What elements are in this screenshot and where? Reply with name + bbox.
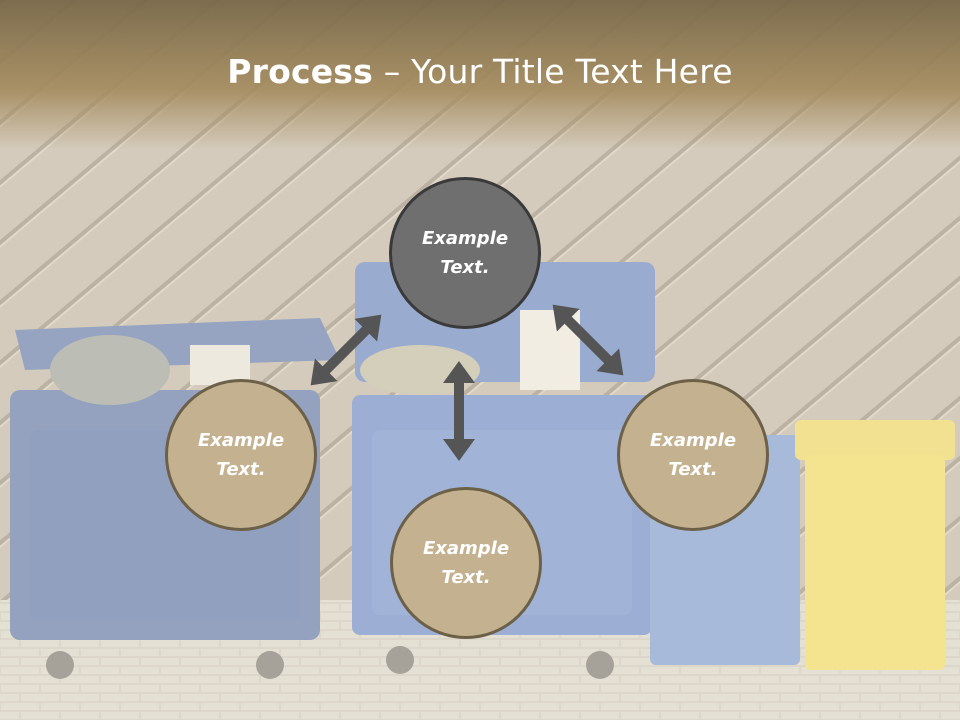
node-top: Example Text.	[389, 177, 541, 329]
node-bottom: Example Text.	[390, 487, 542, 639]
title-separator: –	[373, 52, 412, 91]
yellow-bin	[795, 420, 955, 670]
title-bold: Process	[227, 52, 373, 91]
title-band	[0, 0, 960, 150]
node-top-text: Example Text.	[421, 228, 509, 278]
node-bottom-text: Example Text.	[422, 538, 510, 588]
title-rest: Your Title Text Here	[411, 52, 733, 91]
node-right: Example Text.	[617, 379, 769, 531]
node-right-text: Example Text.	[649, 430, 737, 480]
node-left-text: Example Text.	[197, 430, 285, 480]
node-left: Example Text.	[165, 379, 317, 531]
slide-title: Process – Your Title Text Here	[0, 52, 960, 91]
